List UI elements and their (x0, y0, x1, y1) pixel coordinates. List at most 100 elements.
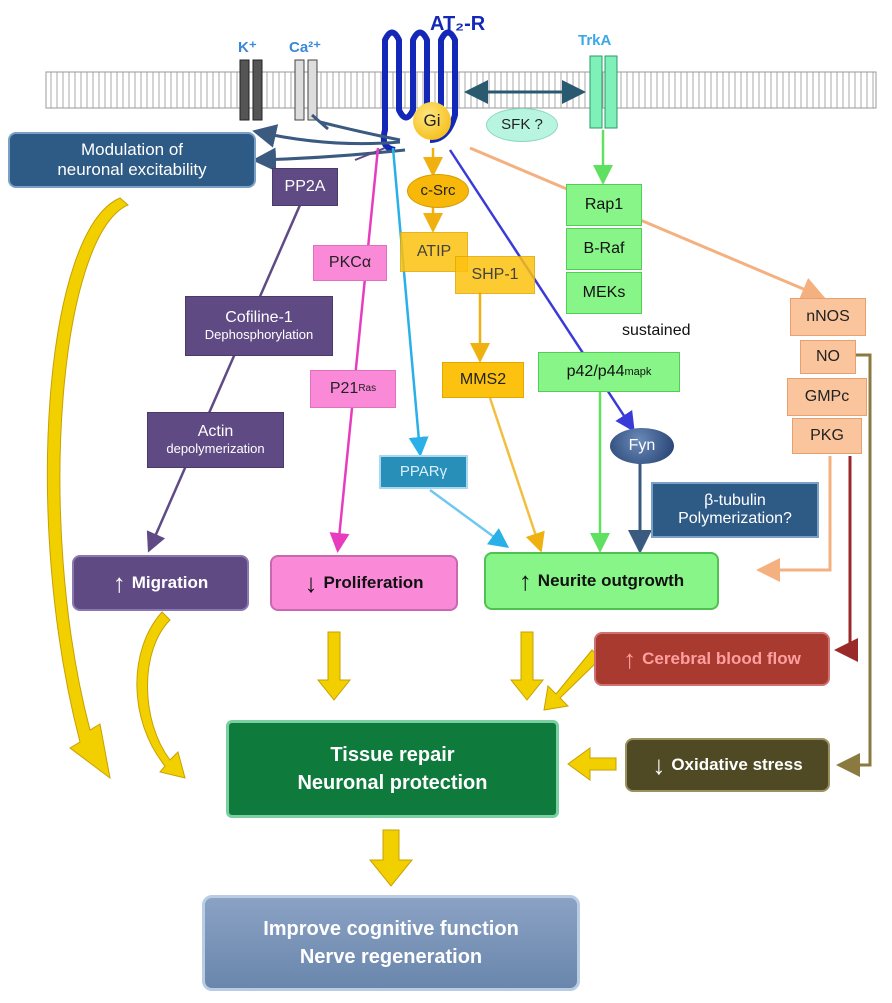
rap1-label: Rap1 (584, 195, 624, 213)
k-channel-left (239, 59, 250, 121)
sfk-label: SFK ? (501, 116, 543, 134)
yellow-curve-left (46, 197, 129, 780)
proliferation-box: ↓Proliferation (270, 555, 458, 611)
actin-box: Actin depolymerization (147, 412, 284, 468)
cognitive-function-box: Improve cognitive function Nerve regener… (202, 895, 580, 991)
p42-label: p42/p44 (566, 362, 625, 380)
no-label: NO (816, 347, 840, 365)
pkg-label: PKG (810, 426, 844, 444)
pkc-box: PKCα (313, 245, 387, 281)
arrow-to-pp2a (354, 147, 386, 161)
cyan-to-ppar-arrow (391, 147, 429, 457)
mms2-box: MMS2 (442, 362, 524, 398)
purple-path-arrow (146, 204, 302, 553)
pink-path-arrow (329, 147, 380, 553)
meks-box: MEKs (566, 272, 642, 314)
yellow-curve-migration (136, 611, 186, 779)
cerebral-blood-flow-box: ↑Cerebral blood flow (594, 632, 830, 686)
modulation-label: Modulation of neuronal excitability (57, 140, 207, 179)
trka-receptor-right (604, 55, 618, 129)
braf-box: B-Raf (566, 228, 642, 270)
meks-label: MEKs (582, 283, 626, 301)
at2r-label: AT₂-R (430, 13, 486, 35)
neurite-outgrowth-box: ↑Neurite outgrowth (484, 552, 719, 610)
cofiline-subtitle: Dephosphorylation (204, 326, 314, 342)
actin-title: Actin (197, 423, 234, 441)
pp2a-box: PP2A (272, 168, 338, 206)
gmpc-label: GMPc (804, 387, 850, 405)
tissue-repair-label: Tissue repair Neuronal protection (297, 744, 488, 794)
gi-to-nnos-arrow (469, 146, 826, 301)
p21-superscript: Ras (358, 383, 377, 395)
tissue-repair-box: Tissue repair Neuronal protection (226, 720, 559, 818)
yellow-arrow-oxidative (567, 747, 617, 781)
yellow-arrow-blood (543, 649, 602, 711)
gi-label: Gi (423, 111, 441, 131)
ppar-to-neurite-arrow (429, 488, 510, 548)
up-arrow-icon: ↑ (623, 644, 637, 674)
yellow-arrow-neurite (509, 631, 545, 701)
ppar-label: PPARγ (399, 463, 448, 481)
actin-subtitle: depolymerization (166, 440, 265, 456)
gi-protein: Gi (413, 102, 451, 140)
arrow-to-modulation (252, 147, 406, 172)
pkg-box: PKG (792, 418, 862, 454)
migration-box: ↑Migration (72, 555, 249, 611)
mms2-to-neurite-arrow (488, 397, 545, 553)
arrow-to-k-channel (252, 124, 401, 148)
mms2-label: MMS2 (459, 370, 507, 388)
tubulin-box: β-tubulin Polymerization? (651, 482, 819, 538)
k-channel-right (252, 59, 263, 121)
csrc-ellipse: c-Src (407, 174, 469, 208)
no-to-oxidative-arrow (836, 353, 872, 777)
ppar-box: PPARγ (379, 455, 468, 489)
fyn-ellipse: Fyn (610, 428, 674, 464)
oxidative-stress-label: Oxidative stress (671, 755, 803, 775)
shp1-box: SHP-1 (455, 256, 535, 294)
inhibit-ca-bar (311, 113, 329, 131)
rap1-box: Rap1 (566, 184, 642, 226)
k-channel-label: K⁺ (238, 39, 257, 56)
sfk-ellipse: SFK ? (486, 108, 558, 142)
ca-channel-label: Ca²⁺ (289, 39, 322, 56)
migration-label: Migration (131, 573, 209, 593)
down-arrow-icon: ↓ (304, 568, 318, 598)
down-arrow-icon: ↓ (652, 750, 666, 780)
sustained-label: sustained (622, 322, 691, 339)
braf-label: B-Raf (583, 239, 625, 257)
up-arrow-icon: ↑ (112, 568, 126, 598)
gmpc-box: GMPc (787, 378, 867, 416)
yellow-arrow-cognitive (368, 829, 414, 887)
no-box: NO (800, 340, 856, 374)
ca-channel-right (307, 59, 318, 121)
csrc-label: c-Src (420, 182, 456, 200)
cognitive-function-label: Improve cognitive function Nerve regener… (263, 918, 519, 968)
up-arrow-icon: ↑ (518, 566, 532, 596)
trka-receptor-left (589, 55, 603, 129)
cell-membrane (45, 71, 877, 109)
modulation-box: Modulation of neuronal excitability (8, 132, 256, 188)
proliferation-label: Proliferation (323, 573, 424, 593)
p42-superscript: mapk (624, 365, 652, 378)
pkg-to-neurite-arrow (756, 456, 832, 582)
trka-label: TrkA (578, 32, 612, 49)
yellow-arrow-proliferation (316, 631, 352, 701)
pkc-label: PKCα (328, 253, 372, 271)
tubulin-label: β-tubulin Polymerization? (678, 491, 792, 527)
p21-label: P21 (329, 379, 359, 397)
ca-channel-left (294, 59, 305, 121)
at2r-receptor (382, 29, 458, 143)
nnos-label: nNOS (806, 307, 850, 325)
cerebral-blood-flow-label: Cerebral blood flow (642, 649, 801, 669)
cofiline-title: Cofiline-1 (225, 309, 293, 327)
shp1-label: SHP-1 (471, 265, 519, 283)
fyn-label: Fyn (628, 436, 656, 454)
atip-label: ATIP (416, 242, 452, 260)
inhibit-ca-line (319, 120, 401, 142)
neurite-outgrowth-label: Neurite outgrowth (537, 571, 685, 591)
nnos-box: nNOS (790, 298, 866, 336)
